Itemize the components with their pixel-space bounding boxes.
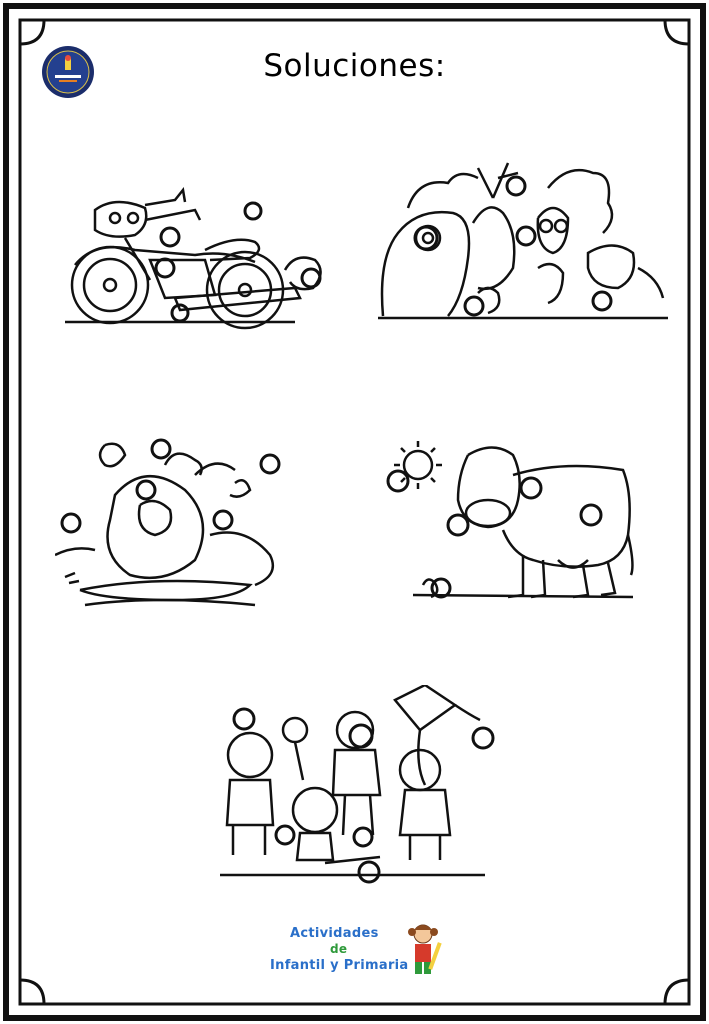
page-title: Soluciones:	[263, 48, 446, 84]
brand-line-2: de	[330, 942, 348, 956]
school-badge-logo	[42, 46, 94, 98]
brand-line-1: Actividades	[290, 926, 379, 941]
surfing-dog-illustration	[55, 438, 281, 607]
child-mascot-icon	[408, 924, 442, 974]
cow-illustration	[386, 441, 634, 599]
motorcycle-illustration	[65, 187, 322, 330]
children-playing-illustration	[220, 685, 495, 884]
brand-line-3: Infantil y Primaria	[270, 958, 409, 973]
forest-animals-illustration	[378, 162, 668, 320]
brand-logo: Actividades de Infantil y Primaria	[268, 920, 448, 980]
